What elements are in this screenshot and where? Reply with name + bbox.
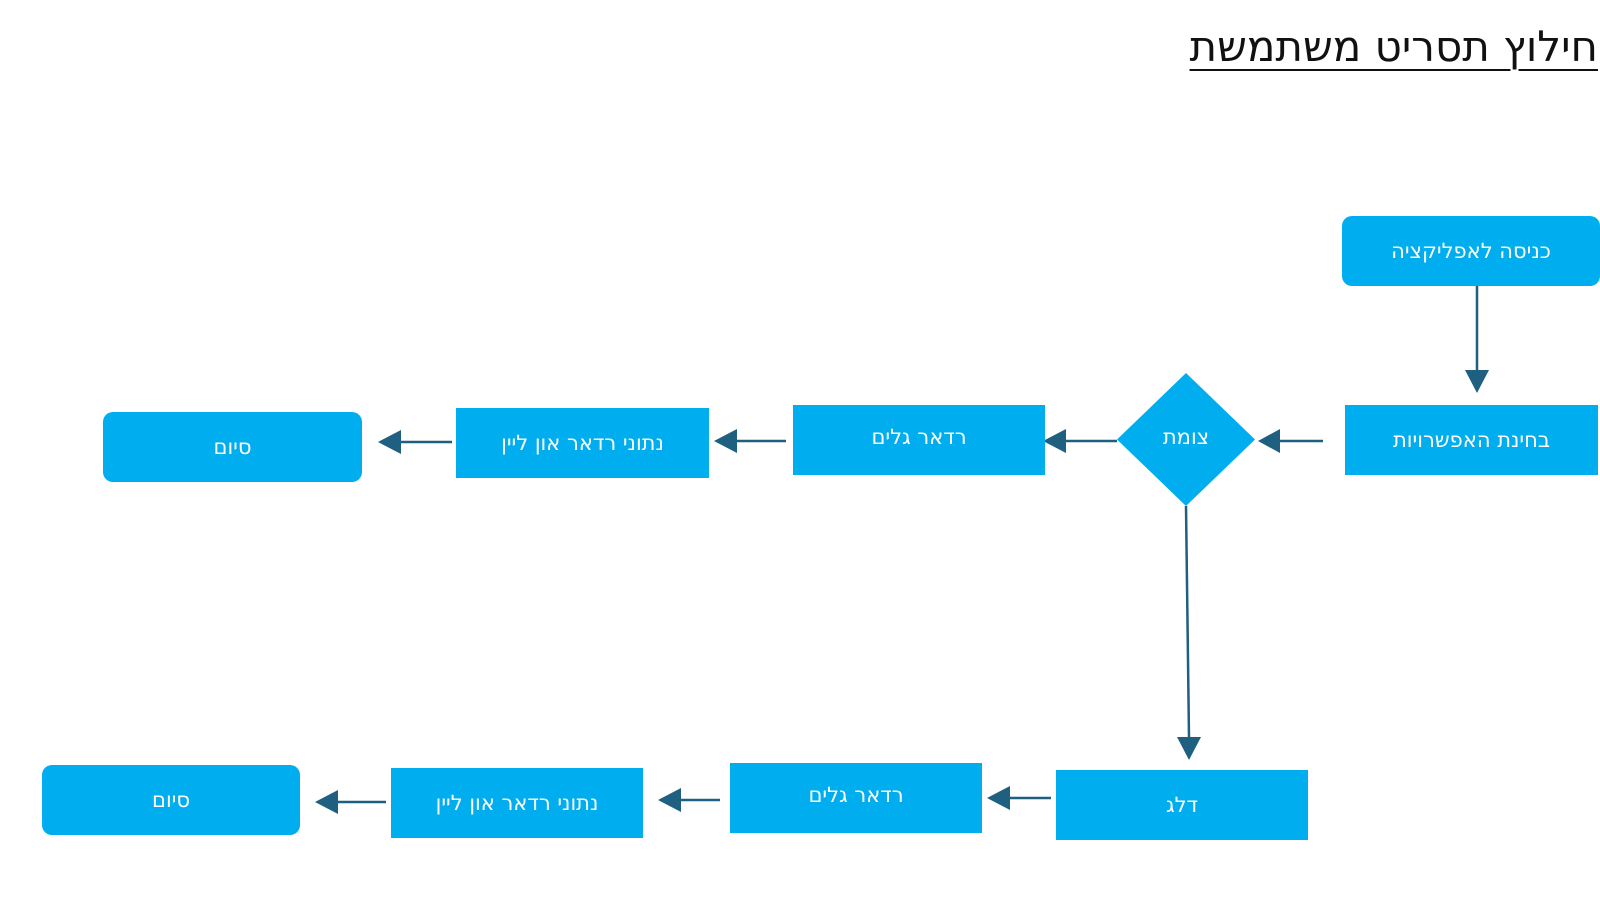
arrow-options-to-junction bbox=[1258, 429, 1323, 453]
node-online-radar-bottom: נתוני רדאר און ליין bbox=[391, 768, 643, 838]
node-end-bottom: סיום bbox=[42, 765, 300, 835]
node-skip: דלג bbox=[1056, 770, 1308, 840]
node-end-top: סיום bbox=[103, 412, 362, 482]
arrow-wave-radar-to-online-radar-top bbox=[714, 429, 786, 453]
node-app-entry: כניסה לאפליקציה bbox=[1342, 216, 1600, 286]
arrow-junction-to-skip bbox=[1177, 505, 1201, 760]
node-junction: צומת bbox=[1117, 373, 1255, 506]
node-online-radar-top: נתוני רדאר און ליין bbox=[456, 408, 709, 478]
node-wave-radar-bottom: רדאר גלים bbox=[730, 763, 982, 833]
junction-label: צומת bbox=[1162, 424, 1210, 449]
arrow-online-radar-to-end-bottom bbox=[315, 790, 386, 814]
arrow-skip-to-wave-radar-bottom bbox=[987, 786, 1051, 810]
arrow-junction-to-wave-radar-top bbox=[1043, 429, 1117, 453]
node-wave-radar-top: רדאר גלים bbox=[793, 405, 1045, 475]
page-title: חילוץ תסריט משתמשת bbox=[1189, 22, 1598, 71]
arrow-online-radar-to-end-top bbox=[378, 430, 452, 454]
junction-diamond-shape bbox=[1117, 373, 1255, 506]
node-explore-options: בחינת האפשרויות bbox=[1345, 405, 1598, 475]
arrow-start-to-options bbox=[1465, 286, 1489, 393]
arrow-wave-radar-to-online-radar-bottom bbox=[658, 788, 720, 812]
